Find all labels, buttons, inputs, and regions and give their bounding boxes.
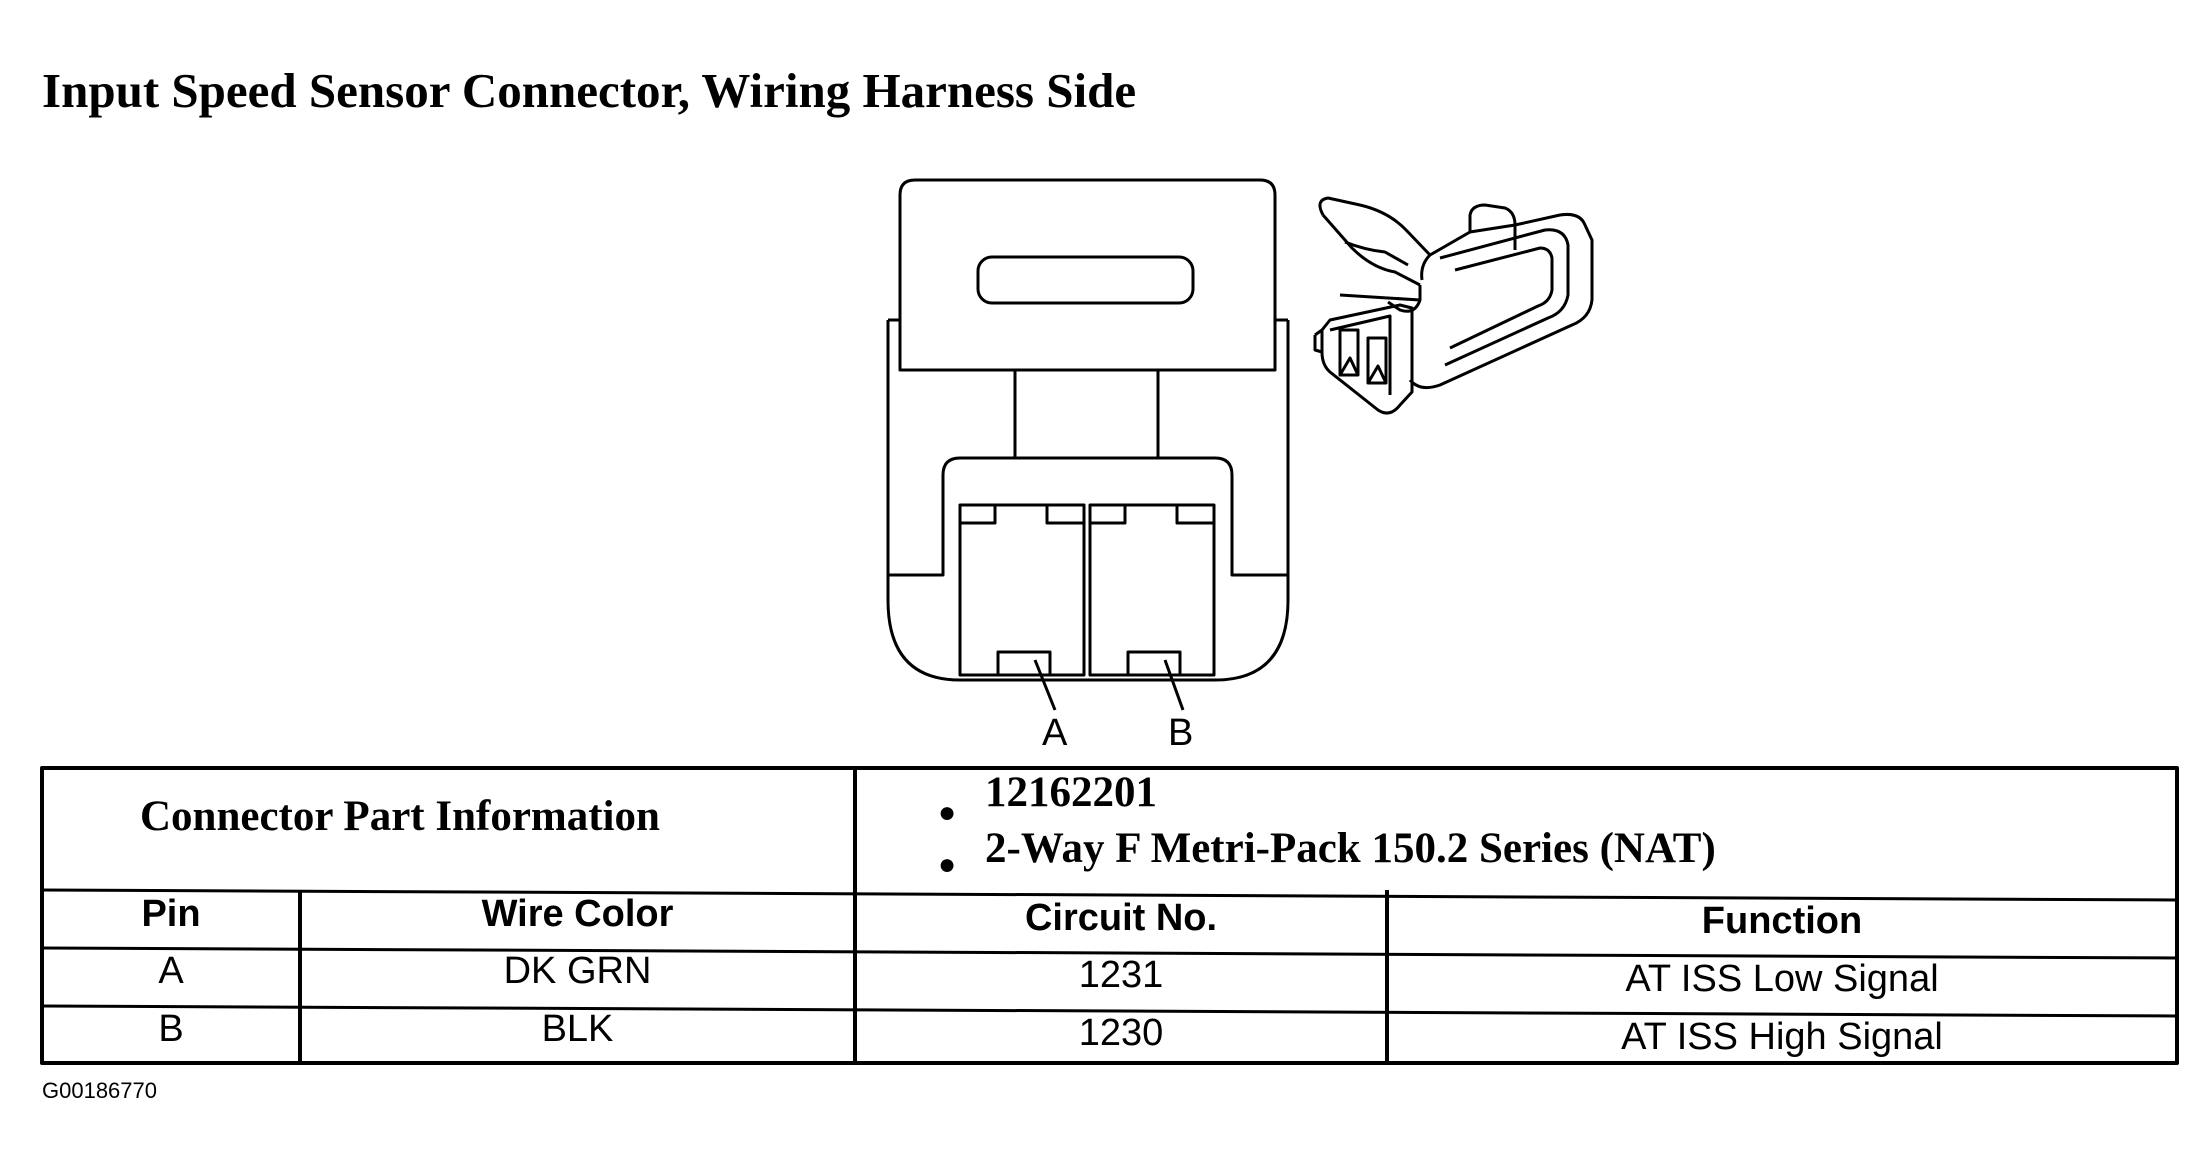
row-b-pin: B	[158, 1008, 184, 1050]
header-circuit-no: Circuit No.	[1024, 897, 1218, 939]
row-a-circuit: 1231	[1078, 954, 1164, 996]
header-pin: Pin	[141, 893, 201, 935]
part-info-bullet-1: ●	[938, 796, 957, 829]
connector-table-grid	[40, 766, 2179, 1065]
pin-label-a: A	[1042, 712, 1068, 754]
pin-label-b: B	[1168, 712, 1194, 754]
part-number: 12162201	[985, 769, 1157, 816]
row-b-wire-color: BLK	[541, 1008, 614, 1050]
part-info-label: Connector Part Information	[140, 793, 660, 840]
row-b-circuit: 1230	[1078, 1012, 1164, 1054]
header-function: Function	[1701, 900, 1863, 942]
connector-series: 2-Way F Metri-Pack 150.2 Series (NAT)	[985, 825, 1716, 872]
figure-id: G00186770	[42, 1078, 157, 1103]
header-wire-color: Wire Color	[481, 893, 674, 935]
connector-front-view	[886, 178, 1290, 711]
row-a-pin: A	[158, 950, 184, 992]
connector-isometric-view	[1313, 196, 1594, 415]
row-a-wire-color: DK GRN	[503, 950, 652, 992]
diagram-title: Input Speed Sensor Connector, Wiring Har…	[42, 63, 1137, 118]
row-b-function: AT ISS High Signal	[1621, 1016, 1943, 1058]
row-a-function: AT ISS Low Signal	[1625, 958, 1939, 1000]
part-info-bullet-2: ●	[938, 848, 957, 881]
